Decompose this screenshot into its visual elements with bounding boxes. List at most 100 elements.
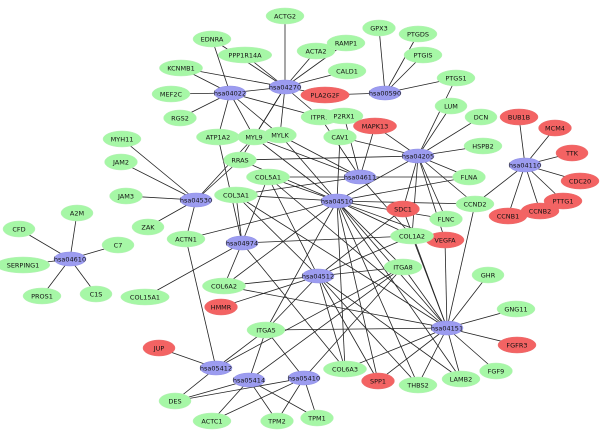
node-LUM: LUM [434, 97, 468, 115]
node-label-hsa05412: hsa05412 [200, 364, 232, 372]
node-layer: hsa04270 hsa04022 hsa00590 hsa04205 hsa04611… [0, 7, 600, 430]
node-label-CCNB2: CCNB2 [529, 207, 552, 215]
node-shape-hsa00590 [368, 85, 402, 101]
node-shape-P2RX1 [324, 107, 364, 125]
node-label-hsa04510: hsa04510 [321, 197, 353, 205]
edge-hsa04205-RRAS [239, 155, 419, 161]
node-label-MYH11: MYH11 [111, 135, 134, 143]
node-HSPB2: HSPB2 [463, 137, 503, 155]
node-shape-ACTN1 [166, 230, 206, 248]
node-hsa04205: hsa04205 [401, 148, 435, 164]
node-PTGIS: PTGIS [403, 46, 443, 64]
node-label-COL3A1: COL3A1 [223, 191, 249, 199]
node-CCNB1: CCNB1 [488, 207, 528, 225]
node-HMMR: HMMR [204, 298, 238, 316]
node-label-hsa04974: hsa04974 [226, 239, 258, 247]
edge-layer [18, 16, 581, 422]
node-label-ZAK: ZAK [141, 223, 155, 231]
node-shape-LUM [434, 97, 468, 115]
edge-hsa04974-COL1A2 [241, 235, 413, 244]
node-shape-COL5A1 [246, 168, 290, 186]
node-shape-HMMR [204, 298, 238, 316]
edge-hsa04151-VEGFA [444, 239, 448, 329]
node-shape-ACTC1 [192, 412, 232, 430]
node-ACTC1: ACTC1 [192, 412, 232, 430]
node-shape-THBS2 [398, 376, 438, 394]
node-label-CALD1: CALD1 [336, 67, 358, 75]
node-shape-EDNRA [192, 30, 232, 48]
node-shape-TPM2 [260, 412, 294, 430]
node-label-hsa04611: hsa04611 [344, 173, 376, 181]
node-label-hsa04110: hsa04110 [509, 161, 541, 169]
edge-hsa04974-COL5A1 [241, 176, 269, 244]
node-ITGA8: ITGA8 [383, 258, 423, 276]
node-label-hsa04530: hsa04530 [180, 196, 212, 204]
node-shape-ZAK [131, 218, 165, 236]
node-COL6A2: COL6A2 [202, 277, 246, 295]
node-CFD: CFD [2, 220, 36, 238]
node-label-PTGS1: PTGS1 [445, 74, 466, 82]
node-hsa04270: hsa04270 [268, 79, 302, 95]
node-ACTN1: ACTN1 [166, 230, 206, 248]
node-CALD1: CALD1 [327, 62, 367, 80]
edge-hsa04512-COL1A2 [317, 235, 413, 277]
node-shape-MYH11 [102, 130, 142, 148]
node-shape-PROS1 [22, 287, 62, 305]
node-COL6A3: COL6A3 [323, 360, 367, 378]
node-P2RX1: P2RX1 [324, 107, 364, 125]
edge-hsa05410-ACTC1 [211, 377, 305, 422]
edge-hsa05412-ITGA8 [215, 266, 404, 369]
edge-hsa04205-COL1A2 [411, 155, 419, 237]
node-label-RAMP1: RAMP1 [335, 39, 357, 47]
edge-hsa04530-MYH11 [121, 138, 197, 201]
node-DES: DES [158, 392, 192, 410]
node-label-SERPING1: SERPING1 [7, 261, 40, 269]
node-shape-CCNB1 [488, 207, 528, 225]
edge-hsa04510-COL6A3 [336, 200, 346, 370]
node-shape-CDC20 [560, 172, 600, 190]
node-BUB1B: BUB1B [499, 108, 539, 126]
node-shape-SERPING1 [0, 256, 51, 274]
node-hsa04530: hsa04530 [179, 192, 213, 208]
node-label-ACTC1: ACTC1 [201, 417, 222, 425]
node-hsa00590: hsa00590 [368, 85, 402, 101]
node-label-ITGA5: ITGA5 [256, 326, 276, 334]
node-label-MEF2C: MEF2C [160, 90, 183, 98]
node-PROS1: PROS1 [22, 287, 62, 305]
node-hsa04022: hsa04022 [213, 85, 247, 101]
node-hsa04151: hsa04151 [430, 320, 464, 336]
edge-hsa04510-THBS2 [336, 200, 419, 386]
edge-hsa04151-COL3A1 [235, 194, 448, 329]
node-label-ITGA8: ITGA8 [393, 263, 413, 271]
node-label-C7: C7 [114, 241, 123, 249]
node-GNG11: GNG11 [496, 300, 536, 318]
node-shape-hsa04611 [343, 169, 377, 185]
node-shape-hsa04974 [225, 235, 259, 251]
node-shape-BUB1B [499, 108, 539, 126]
node-FGFR3: FGFR3 [497, 336, 537, 354]
node-shape-JUP [142, 339, 176, 357]
node-label-C1S: C1S [90, 290, 103, 298]
node-label-PTTG1: PTTG1 [553, 197, 574, 205]
edge-hsa04512-ITGA5 [265, 275, 319, 331]
node-shape-CALD1 [327, 62, 367, 80]
node-label-PROS1: PROS1 [31, 292, 53, 300]
edge-hsa04205-PTGS1 [417, 77, 457, 157]
node-label-JAM3: JAM3 [117, 192, 134, 200]
node-shape-hsa04510 [320, 193, 354, 209]
edge-hsa04270-RAMP1 [284, 42, 347, 88]
node-shape-A2M [60, 204, 94, 222]
node-label-CCND2: CCND2 [463, 200, 486, 208]
edge-hsa04151-COL6A3 [344, 327, 448, 370]
edge-hsa04151-ITGA5 [265, 327, 448, 331]
node-label-TPM1: TPM1 [307, 414, 326, 422]
node-label-FLNA: FLNA [461, 173, 478, 181]
node-TPM1: TPM1 [300, 409, 334, 427]
node-label-SPP1: SPP1 [370, 377, 386, 385]
node-label-CDC20: CDC20 [569, 177, 591, 185]
node-shape-C7 [101, 236, 135, 254]
node-hsa04510: hsa04510 [320, 193, 354, 209]
node-PPP1R14A: PPP1R14A [217, 46, 273, 64]
edge-hsa04512-COL3A1 [235, 194, 319, 277]
edge-hsa05414-TPM1 [248, 379, 318, 419]
